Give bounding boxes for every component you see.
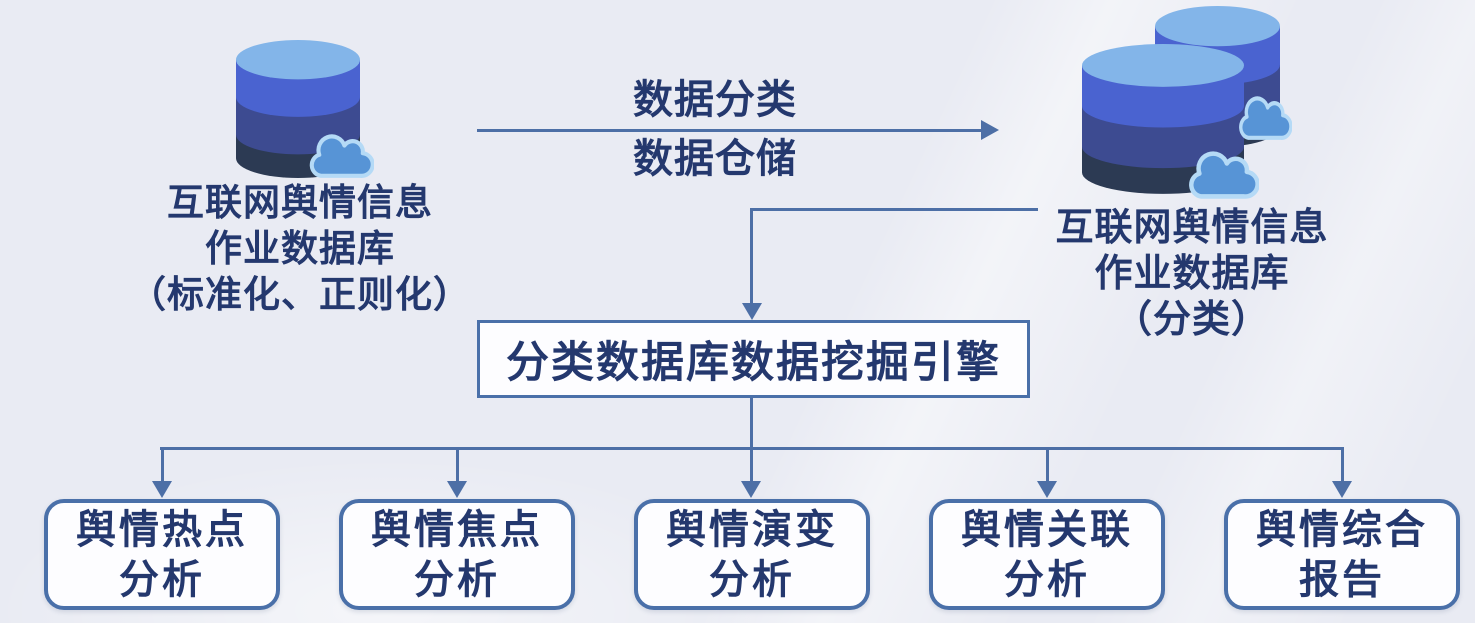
branch-arrowhead-icon-3 (741, 481, 761, 498)
classified-database-label-line3: （分类） (1113, 299, 1270, 341)
database-cylinder-icon (236, 40, 360, 179)
transfer-arrow-label-top: 数据分类 (565, 78, 865, 122)
output-box-3-line1: 舆情演变 (666, 507, 838, 552)
output-box-5-line2: 报告 (1299, 557, 1385, 602)
classified-database-label: 互联网舆情信息 作业数据库 （分类） (1032, 205, 1352, 343)
output-box-2-line1: 舆情焦点 (371, 507, 543, 552)
source-database-icon (236, 38, 391, 188)
output-box-1-line2: 分析 (119, 557, 205, 602)
output-box-correlation-analysis: 舆情关联 分析 (929, 499, 1165, 610)
branch-arrowhead-icon-1 (152, 481, 172, 498)
source-database-label: 互联网舆情信息 作业数据库 （标准化、正则化） (85, 180, 515, 318)
cloud-icon (1189, 151, 1259, 199)
branch-arrowhead-icon-2 (447, 481, 467, 498)
cloud-icon (309, 134, 374, 178)
branch-connector-5 (1341, 447, 1344, 482)
engine-stem-connector (750, 398, 753, 450)
engine-box: 分类数据库数据挖掘引擎 (477, 320, 1030, 398)
transfer-arrow-label-bottom: 数据仓储 (565, 137, 865, 181)
database-cylinder-front-icon (1082, 44, 1244, 194)
branch-connector-2 (456, 447, 459, 482)
output-box-focus-analysis: 舆情焦点 分析 (339, 499, 575, 610)
branch-arrowhead-icon-4 (1037, 481, 1057, 498)
branch-connector-1 (161, 447, 164, 482)
output-box-4-line2: 分析 (1004, 557, 1090, 602)
output-box-4-line1: 舆情关联 (961, 507, 1133, 552)
branch-connector-4 (1046, 447, 1049, 482)
transfer-label-line2: 数据仓储 (633, 137, 797, 181)
output-box-2-line2: 分析 (414, 557, 500, 602)
classified-database-label-line1: 互联网舆情信息 (1055, 207, 1329, 249)
elbow-arrowhead-icon (742, 303, 762, 320)
output-box-evolution-analysis: 舆情演变 分析 (634, 499, 870, 610)
output-box-hotspot-analysis: 舆情热点 分析 (44, 499, 280, 610)
branch-arrowhead-icon-5 (1332, 481, 1352, 498)
transfer-arrow-line (477, 129, 983, 132)
source-database-label-line1: 互联网舆情信息 (167, 182, 433, 223)
output-box-comprehensive-report: 舆情综合 报告 (1224, 499, 1460, 610)
transfer-label-line1: 数据分类 (633, 78, 797, 122)
output-box-3-line2: 分析 (709, 557, 795, 602)
transfer-arrowhead-icon (981, 120, 999, 140)
elbow-connector-horizontal (752, 208, 1038, 211)
cloud-icon (1239, 96, 1292, 140)
classified-database-icon (1080, 2, 1295, 204)
classified-database-label-line2: 作业数据库 (1094, 253, 1290, 295)
source-database-label-line3: （标准化、正则化） (129, 274, 471, 315)
source-database-label-line2: 作业数据库 (205, 228, 395, 269)
output-box-5-line1: 舆情综合 (1256, 507, 1428, 552)
elbow-connector-vertical (750, 208, 753, 304)
output-box-1-line1: 舆情热点 (76, 507, 248, 552)
branch-connector-3 (750, 447, 753, 482)
engine-label: 分类数据库数据挖掘引擎 (506, 339, 1001, 387)
